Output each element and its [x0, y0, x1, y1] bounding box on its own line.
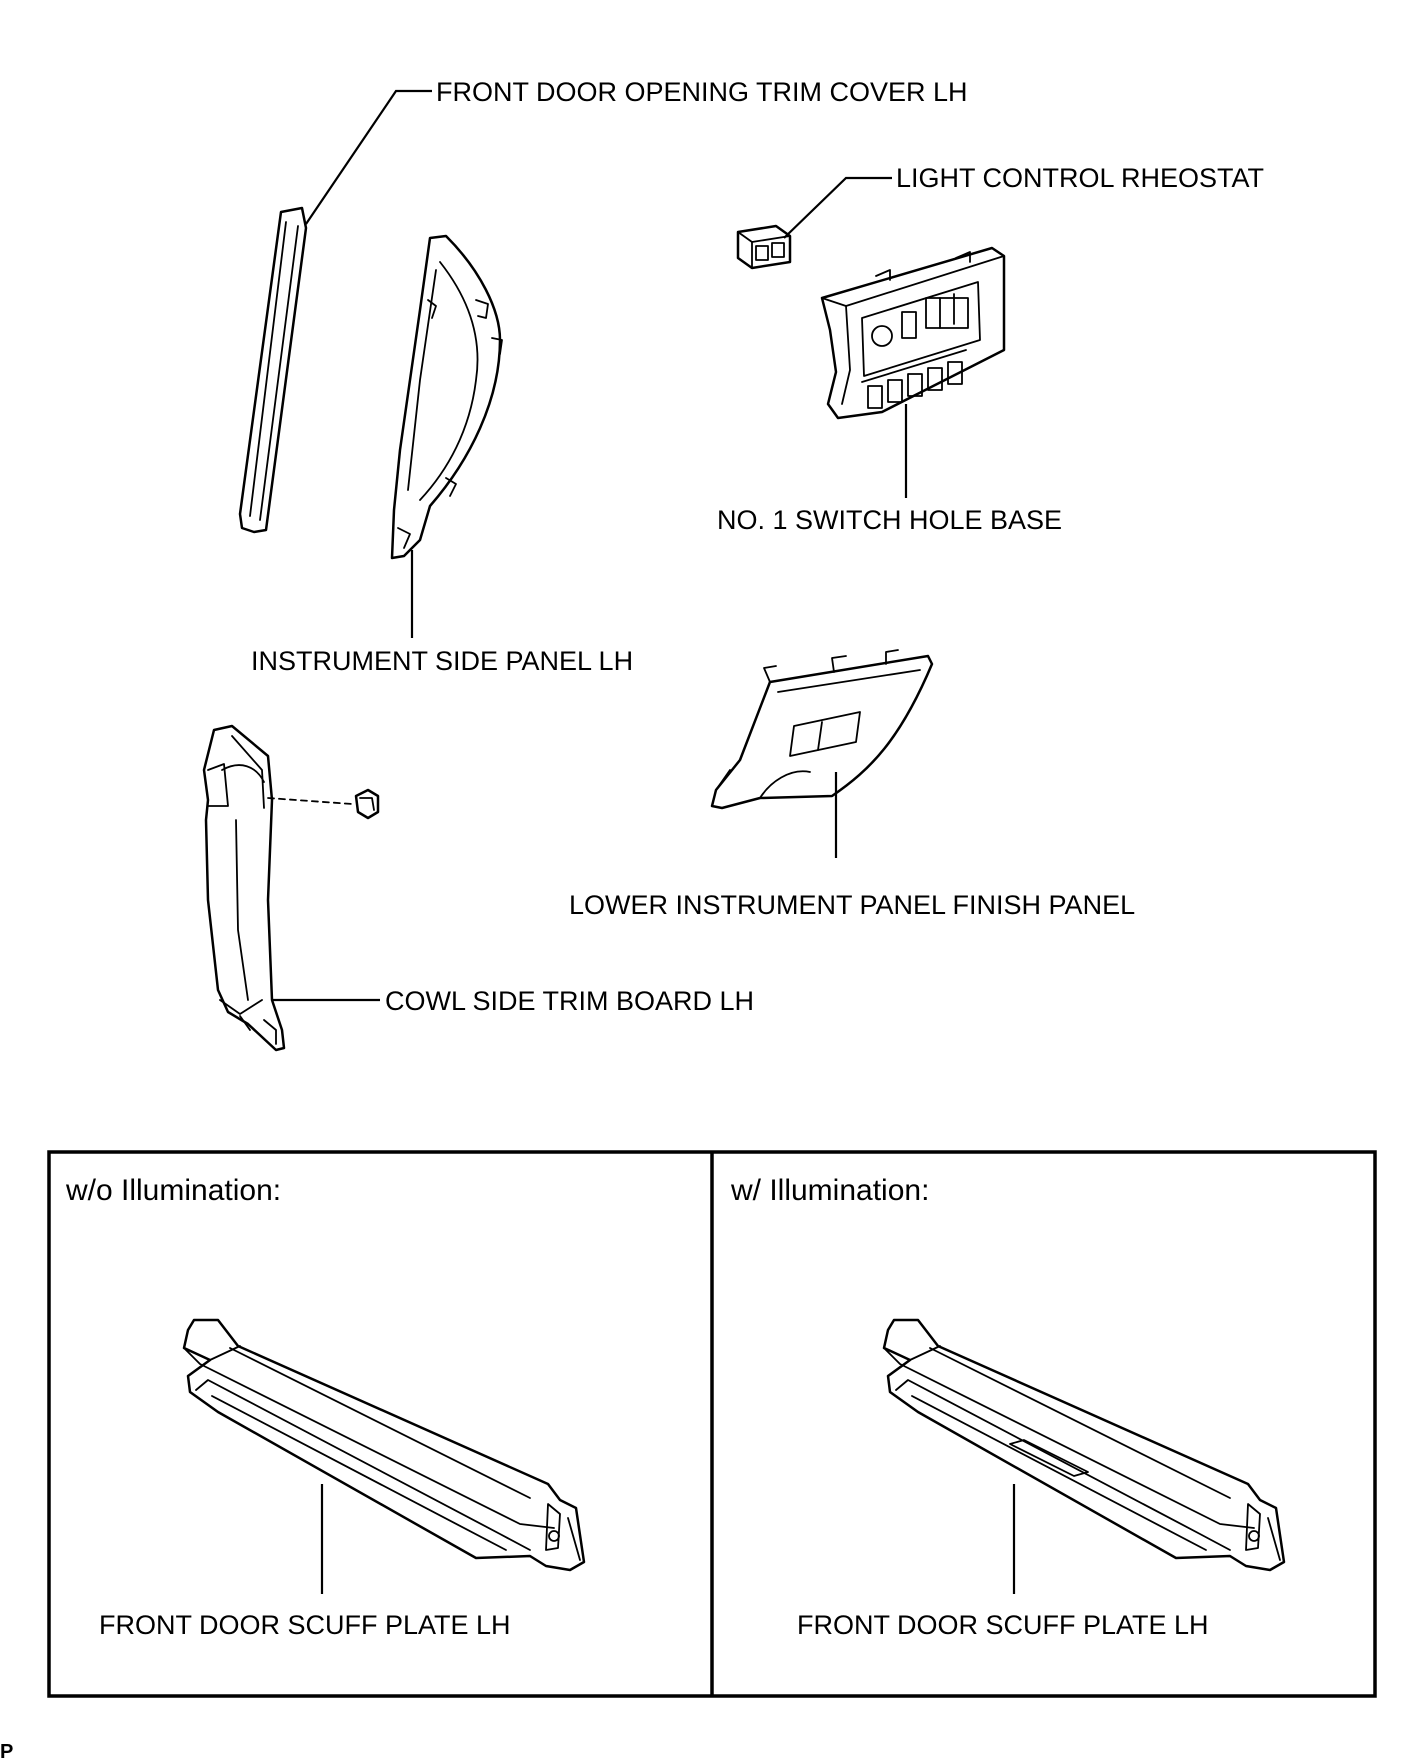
switch-hole-base-label: NO. 1 SWITCH HOLE BASE [717, 505, 1062, 535]
clip-dashed-line [267, 797, 353, 805]
right-scuff-plate-label: FRONT DOOR SCUFF PLATE LH [797, 1610, 1209, 1640]
cowl-side-trim-board-label: COWL SIDE TRIM BOARD LH [385, 986, 754, 1016]
clip-nut-part [354, 788, 380, 820]
front-door-opening-trim-cover-part [238, 206, 308, 534]
light-control-rheostat-label: LIGHT CONTROL RHEOSTAT [896, 163, 1264, 193]
left-scuff-plate-part [182, 1318, 586, 1572]
instrument-side-panel-part [390, 234, 503, 560]
lower-instrument-panel-finish-panel-part [710, 649, 934, 810]
light-control-rheostat-leader [783, 176, 892, 239]
switch-hole-base-part [820, 246, 1006, 420]
cowl-side-trim-board-part [202, 724, 286, 1052]
corner-mark: P [0, 1741, 13, 1763]
lower-instrument-panel-finish-panel-label: LOWER INSTRUMENT PANEL FINISH PANEL [569, 890, 1135, 920]
right-scuff-plate-part [882, 1318, 1286, 1572]
front-door-opening-trim-cover-leader [305, 89, 432, 225]
instrument-side-panel-label: INSTRUMENT SIDE PANEL LH [251, 646, 633, 676]
left-scuff-plate-label: FRONT DOOR SCUFF PLATE LH [99, 1610, 511, 1640]
front-door-opening-trim-cover-label: FRONT DOOR OPENING TRIM COVER LH [436, 77, 968, 107]
right-panel-header: w/ Illumination: [730, 1174, 929, 1207]
light-control-rheostat-part [736, 224, 792, 270]
left-panel-header: w/o Illumination: [65, 1174, 281, 1207]
